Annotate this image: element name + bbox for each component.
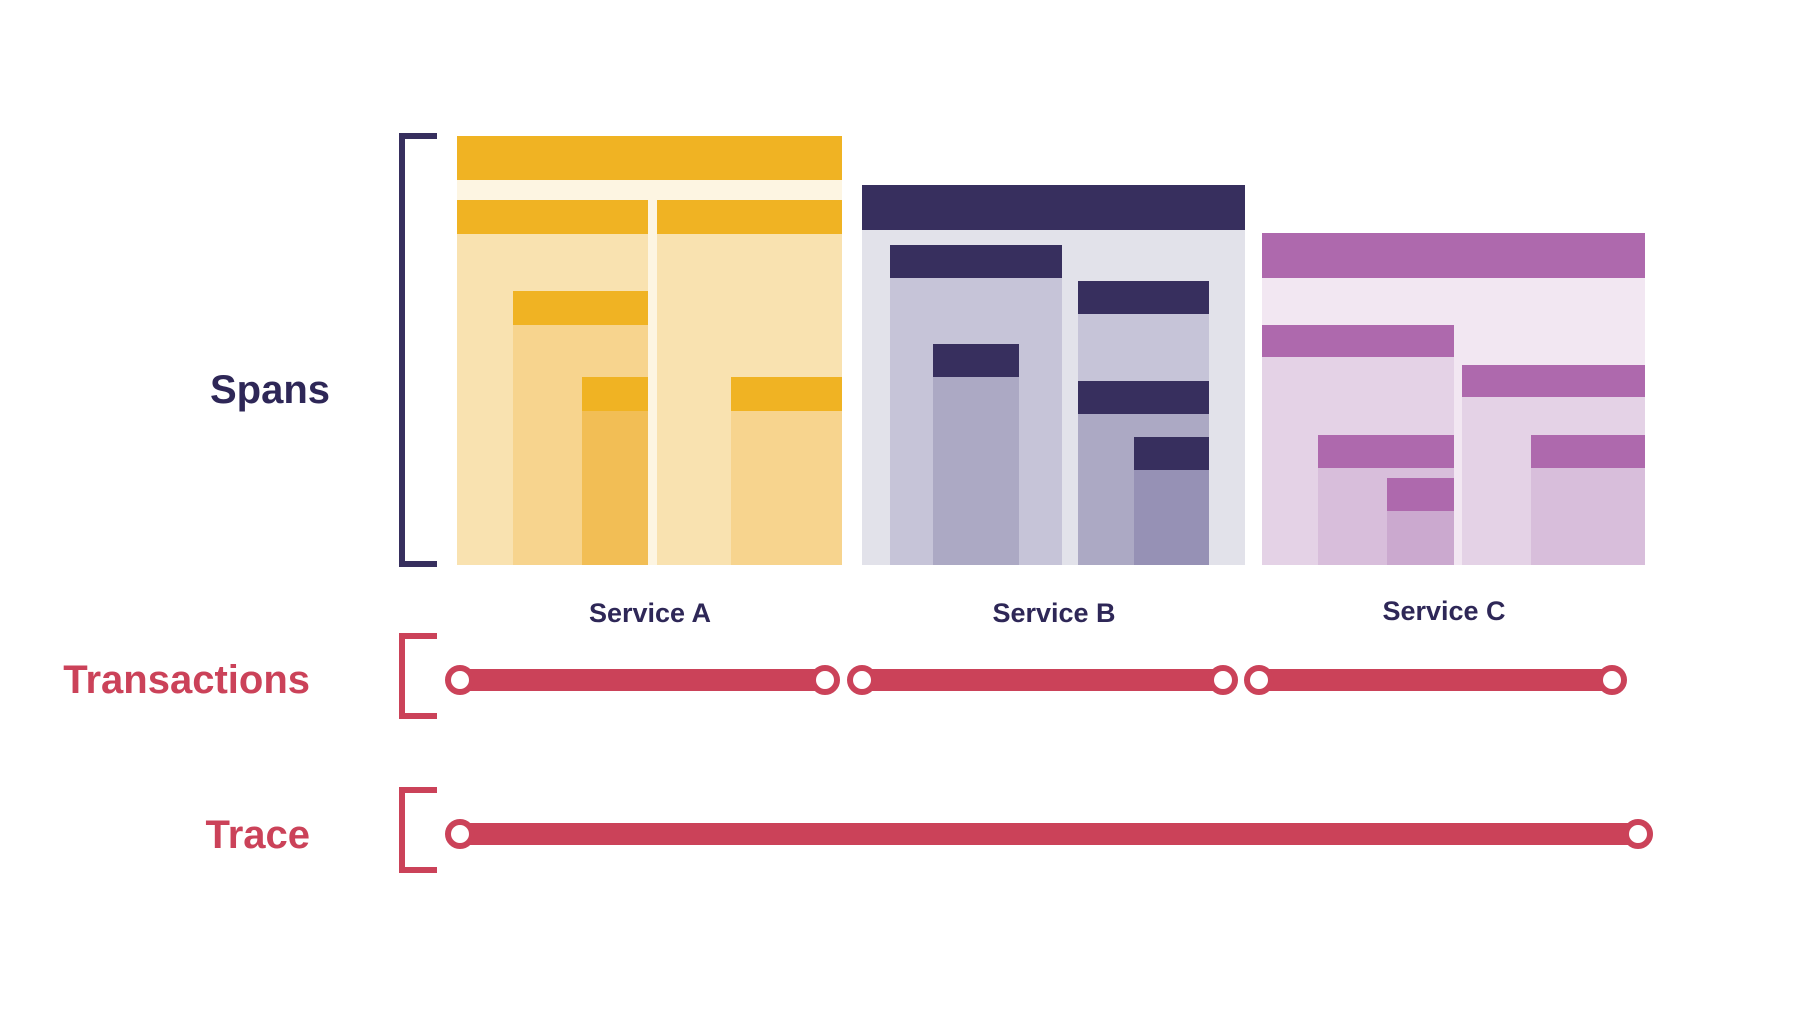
bracket-top-tick: [399, 633, 437, 639]
span-bar-c-s3-band[interactable]: [1531, 435, 1645, 468]
span-bar-b-root-band[interactable]: [862, 185, 1245, 230]
span-bar-c-s2-band[interactable]: [1387, 478, 1454, 511]
trace-bracket: [399, 787, 437, 873]
timeline-segment-trace-span[interactable]: [460, 823, 1638, 845]
trace-row-label: Trace: [205, 813, 310, 857]
span-group-service-a: [457, 136, 842, 565]
span-bar-a-t2-band[interactable]: [657, 200, 842, 234]
span-bar-c-t1-band[interactable]: [1262, 325, 1454, 357]
bracket-vertical-line: [399, 133, 405, 567]
span-group-service-c: [1262, 233, 1645, 565]
bracket-vertical-line: [399, 633, 405, 719]
span-bar-c-s3-body[interactable]: [1531, 468, 1645, 565]
service-label-c: Service C: [1382, 596, 1506, 626]
span-bar-b-t2-band[interactable]: [1078, 281, 1209, 314]
bracket-top-tick: [399, 787, 437, 793]
span-bar-a-s3-band[interactable]: [731, 377, 842, 411]
span-bar-a-s1-band[interactable]: [513, 291, 648, 325]
timeline-endpoint-transaction-c-end[interactable]: [1597, 665, 1627, 695]
timeline-segment-transaction-b[interactable]: [862, 669, 1223, 691]
service-label-a: Service A: [588, 598, 712, 628]
span-bar-a-t1-band[interactable]: [457, 200, 648, 234]
span-bar-a-s3-body[interactable]: [731, 411, 842, 565]
spans-bracket: [399, 133, 437, 567]
spans-row-label: Spans: [209, 368, 330, 412]
transactions-bracket: [399, 633, 437, 719]
span-bar-c-s1-band[interactable]: [1318, 435, 1454, 468]
span-bar-b-t1-band[interactable]: [890, 245, 1062, 278]
bracket-vertical-line: [399, 787, 405, 873]
timeline-segment-transaction-a[interactable]: [460, 669, 825, 691]
span-bar-b-s1-body[interactable]: [933, 377, 1019, 565]
timeline-endpoint-transaction-a-start[interactable]: [445, 665, 475, 695]
timeline-endpoint-transaction-b-start[interactable]: [847, 665, 877, 695]
timeline-segment-transaction-c[interactable]: [1259, 669, 1612, 691]
span-bar-a-s2-band[interactable]: [582, 377, 648, 411]
span-bar-a-s2-body[interactable]: [582, 411, 648, 565]
spans-waterfall: [457, 136, 1645, 565]
span-bar-b-s1-band[interactable]: [933, 344, 1019, 377]
timeline-endpoint-transaction-a-end[interactable]: [810, 665, 840, 695]
timeline-endpoint-trace-span-end[interactable]: [1623, 819, 1653, 849]
timeline-endpoint-transaction-b-end[interactable]: [1208, 665, 1238, 695]
span-bar-b-s3-body[interactable]: [1134, 470, 1209, 565]
transactions-row-label: Transactions: [63, 658, 310, 702]
bracket-top-tick: [399, 133, 437, 139]
span-bar-b-s3-band[interactable]: [1134, 437, 1209, 470]
bracket-bottom-tick: [399, 561, 437, 567]
service-label-b: Service B: [992, 598, 1116, 628]
bracket-bottom-tick: [399, 713, 437, 719]
span-bar-c-t2-band[interactable]: [1462, 365, 1645, 397]
span-group-service-b: [862, 185, 1245, 565]
timeline-endpoint-transaction-c-start[interactable]: [1244, 665, 1274, 695]
span-bar-b-s2-band[interactable]: [1078, 381, 1209, 414]
span-bar-a-root-band[interactable]: [457, 136, 842, 180]
span-bar-c-root-band[interactable]: [1262, 233, 1645, 278]
span-bar-c-s2-body[interactable]: [1387, 511, 1454, 565]
timeline-endpoint-trace-span-start[interactable]: [445, 819, 475, 849]
bracket-bottom-tick: [399, 867, 437, 873]
